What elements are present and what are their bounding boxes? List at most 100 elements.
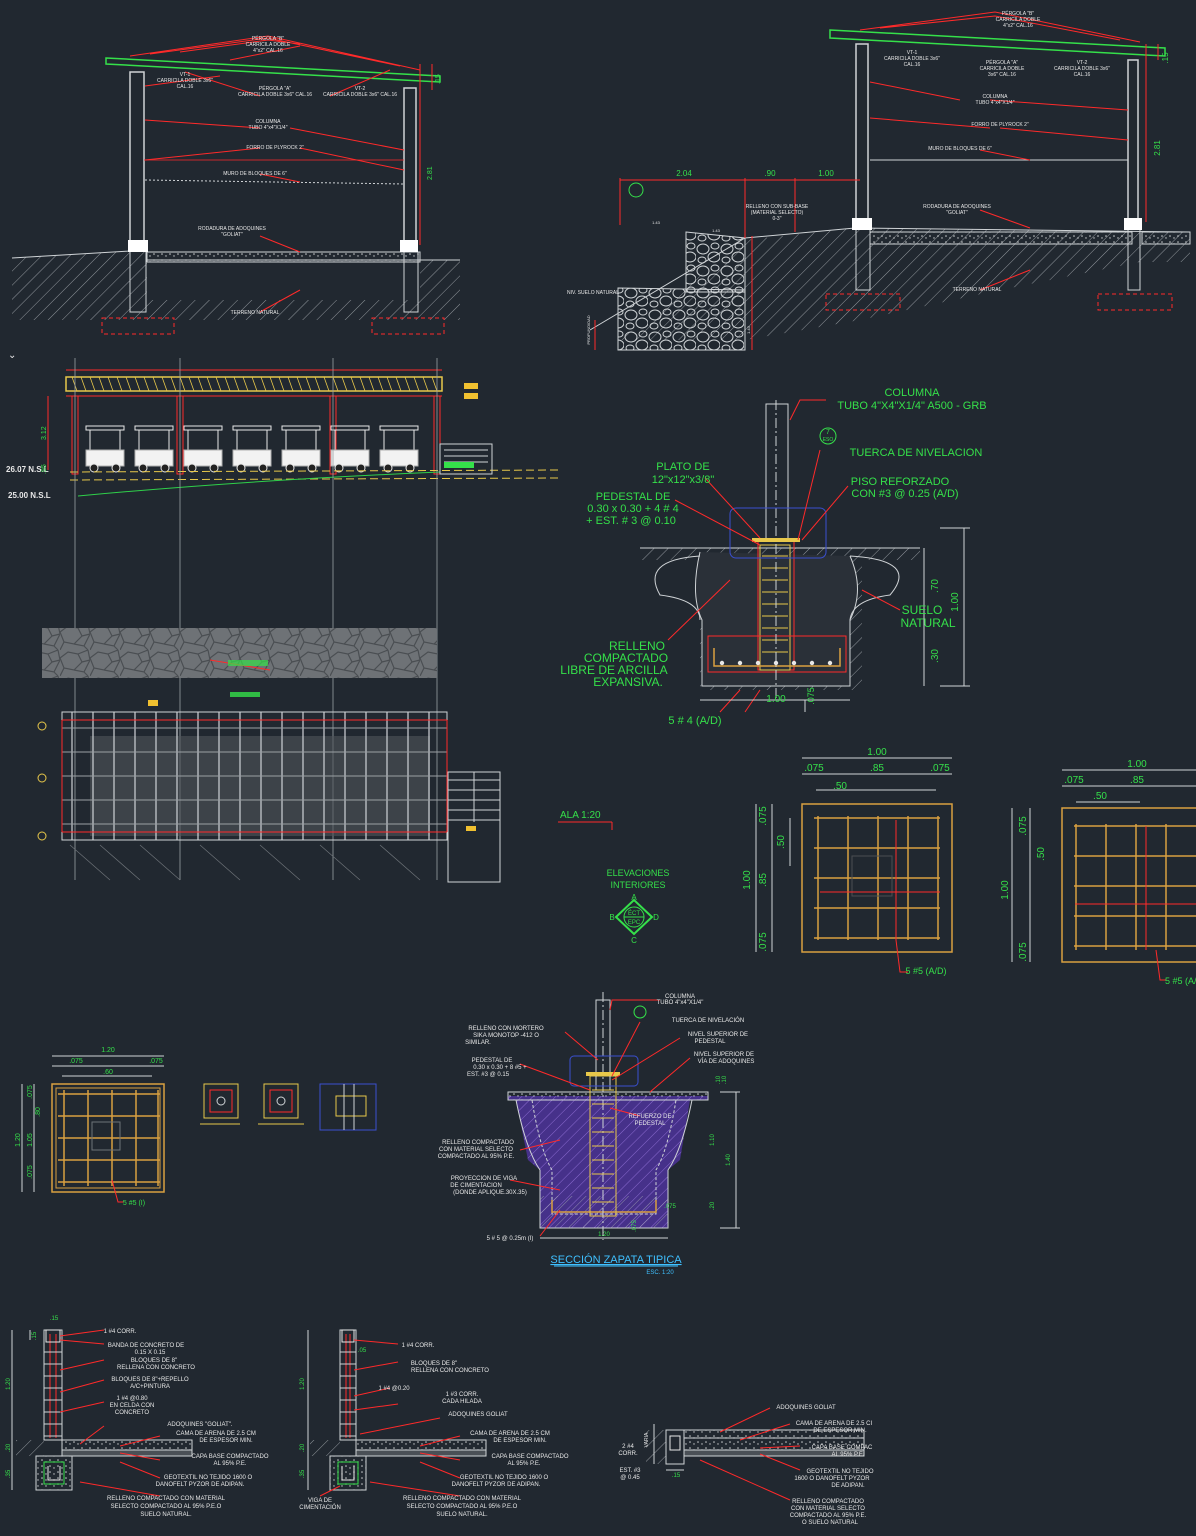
svg-text:RELLENO CON MORTERO: RELLENO CON MORTERO [468,1026,544,1032]
truss-web [215,376,222,392]
svg-text:D: D [653,913,659,922]
golf-cart-body [134,449,174,467]
svg-text:COLUMNA: COLUMNA [665,994,695,1000]
svg-text:1 #3 CORR.: 1 #3 CORR. [446,1392,479,1398]
svg-text:(MATERIAL SELECTO): (MATERIAL SELECTO) [751,210,804,216]
svg-text:CAMA DE ARENA DE 2.5 CM: CAMA DE ARENA DE 2.5 CM [470,1431,550,1437]
truss-web [287,376,294,392]
svg-text:1.00: 1.00 [766,694,786,705]
golf-cart-roof [134,425,174,431]
svg-text:VT-2: VT-2 [1077,60,1088,66]
svg-text:TUBO 4"X4"X1/4" A500 - GRB: TUBO 4"X4"X1/4" A500 - GRB [837,400,986,412]
truss-web [134,376,141,392]
column-left-2 [855,43,869,225]
golf-cart-wheel [334,463,344,473]
truss-web [251,376,258,392]
curb-detail [646,1407,865,1501]
golf-cart-wheel [111,463,121,473]
svg-text:DE ESPESOR MIN.: DE ESPESOR MIN. [199,1438,253,1444]
svg-text:VIGA DE: VIGA DE [308,1498,332,1504]
svg-text:FORRO DE PLYROCK 2": FORRO DE PLYROCK 2" [246,145,303,151]
footing-outline-1b [371,317,445,335]
golf-cart-wheel [356,463,366,473]
svg-text:EPC: EPC [628,920,641,926]
svg-text:.10: .10 [716,1075,722,1084]
golf-cart-wheel [258,463,268,473]
truss-web [359,376,366,392]
pavers-layer-2 [869,231,1133,245]
curb-labels: ADOQUINES GOLIAT CAMA DE ARENA DE 2.5 CI… [618,1405,874,1526]
svg-text:C: C [631,936,637,945]
svg-text:SUELO NATURAL.: SUELO NATURAL. [436,1512,488,1518]
truss-web [350,376,357,392]
svg-text:EST. #3 @ 0.15: EST. #3 @ 0.15 [467,1072,510,1078]
golf-cart-body [85,449,125,467]
truss-web [341,376,348,392]
svg-text:EN CELDA CON: EN CELDA CON [110,1403,155,1409]
svg-text:1.00: 1.00 [1000,880,1011,900]
svg-text:.90: .90 [764,169,776,178]
svg-text:4"x2" CAL.16: 4"x2" CAL.16 [253,48,283,54]
golf-cart-body [281,449,321,467]
svg-text:@ 0.45: @ 0.45 [620,1475,640,1481]
svg-text:A: A [631,893,637,902]
svg-text:"GOLIAT": "GOLIAT" [221,232,243,238]
gabion-lower [617,287,746,351]
mid-annotations: ALA 1:20 ELEVACIONES INTERIORES A B C D … [558,810,669,945]
svg-text:.85: .85 [758,873,769,887]
truss-web [116,376,123,392]
svg-text:DE ADIPAN.: DE ADIPAN. [831,1483,865,1489]
grid-lines [74,358,438,880]
svg-text:TUBO 4"x4"X1/4": TUBO 4"x4"X1/4" [657,1000,704,1006]
svg-text:RELLENA CON CONCRETO: RELLENA CON CONCRETO [411,1368,489,1374]
svg-text:ADOQUINES "GOLIAT".: ADOQUINES "GOLIAT". [167,1422,232,1428]
svg-text:PEDESTAL: PEDESTAL [635,1121,667,1127]
svg-text:.35: .35 [300,1469,306,1478]
svg-text:4"x2" CAL.16: 4"x2" CAL.16 [1003,23,1033,29]
golf-cart-wheel [89,463,99,473]
svg-text:COLUMNA: COLUMNA [884,387,940,399]
svg-text:BLOQUES DE 8": BLOQUES DE 8" [411,1361,457,1367]
wall-section-2-dims: .05 1.20 .20 .35 [300,1348,367,1478]
svg-text:DANOFELT PYZOR DE ADIPAN.: DANOFELT PYZOR DE ADIPAN. [452,1482,541,1488]
truss-web [431,376,438,392]
truss-web [269,376,276,392]
svg-text:1 #4 @0.20: 1 #4 @0.20 [378,1386,410,1392]
svg-text:INTERIORES: INTERIORES [610,880,665,890]
golf-cart-roof [379,425,419,431]
svg-text:1.20: 1.20 [6,1378,12,1390]
svg-text:CON #3 @ 0.25 (A/D): CON #3 @ 0.25 (A/D) [851,488,958,500]
svg-text:1.43: 1.43 [746,325,751,334]
svg-text:GEOTEXTIL NO TEJIDO: GEOTEXTIL NO TEJIDO [806,1469,873,1475]
svg-text:PROYECCION DE VIGA: PROYECCION DE VIGA [451,1176,517,1182]
svg-text:2 #4: 2 #4 [622,1444,634,1450]
svg-text:CAL.16: CAL.16 [1074,72,1091,78]
svg-text:PISO REFORZADO: PISO REFORZADO [851,476,950,488]
svg-text:COMPACTADO: COMPACTADO [584,651,668,665]
svg-text:5 # 5 @ 0.25m (I): 5 # 5 @ 0.25m (I) [487,1236,534,1242]
svg-text:PÉRGOLA "A": PÉRGOLA "A" [986,59,1018,66]
wall-section-2-labels: 1 #4 CORR. BLOQUES DE 8" RELLENA CON CON… [299,1343,569,1518]
svg-text:1600 O DANOFELT PYZOR: 1600 O DANOFELT PYZOR [794,1476,870,1482]
golf-cart-roof [85,425,125,431]
svg-text:1.10: 1.10 [710,1134,716,1146]
rebar-dot [737,660,743,666]
svg-text:CONCRETO: CONCRETO [115,1410,150,1416]
golf-cart-body [232,449,272,467]
svg-text:1 #4 CORR.: 1 #4 CORR. [104,1329,137,1335]
svg-text:CAL.16: CAL.16 [177,84,194,90]
small-plan-dims: 1.20 .075 .075 .60 1.20 .075 .80 1.05 .0… [15,1047,163,1207]
svg-text:RELLENO COMPACTADO CON MATERIA: RELLENO COMPACTADO CON MATERIAL [107,1496,226,1502]
truss-web [197,376,204,392]
svg-text:SIMILAR.: SIMILAR. [465,1040,491,1046]
svg-text:2.04: 2.04 [676,169,692,178]
svg-text:NIV. SUELO NATURAL: NIV. SUELO NATURAL [567,290,619,296]
svg-text:12"x12"x3/8": 12"x12"x3/8" [652,474,715,486]
svg-text:"GOLIAT": "GOLIAT" [946,210,968,216]
column-right-2 [1127,59,1139,225]
svg-text:0.15 X 0.15: 0.15 X 0.15 [135,1350,166,1356]
svg-text:.075: .075 [930,763,950,774]
svg-text:CARRICILA DOBLE: CARRICILA DOBLE [996,17,1041,23]
svg-text:GEOTEXTIL NO TEJIDO 1600 O: GEOTEXTIL NO TEJIDO 1600 O [460,1475,549,1481]
svg-text:.075: .075 [149,1058,163,1065]
